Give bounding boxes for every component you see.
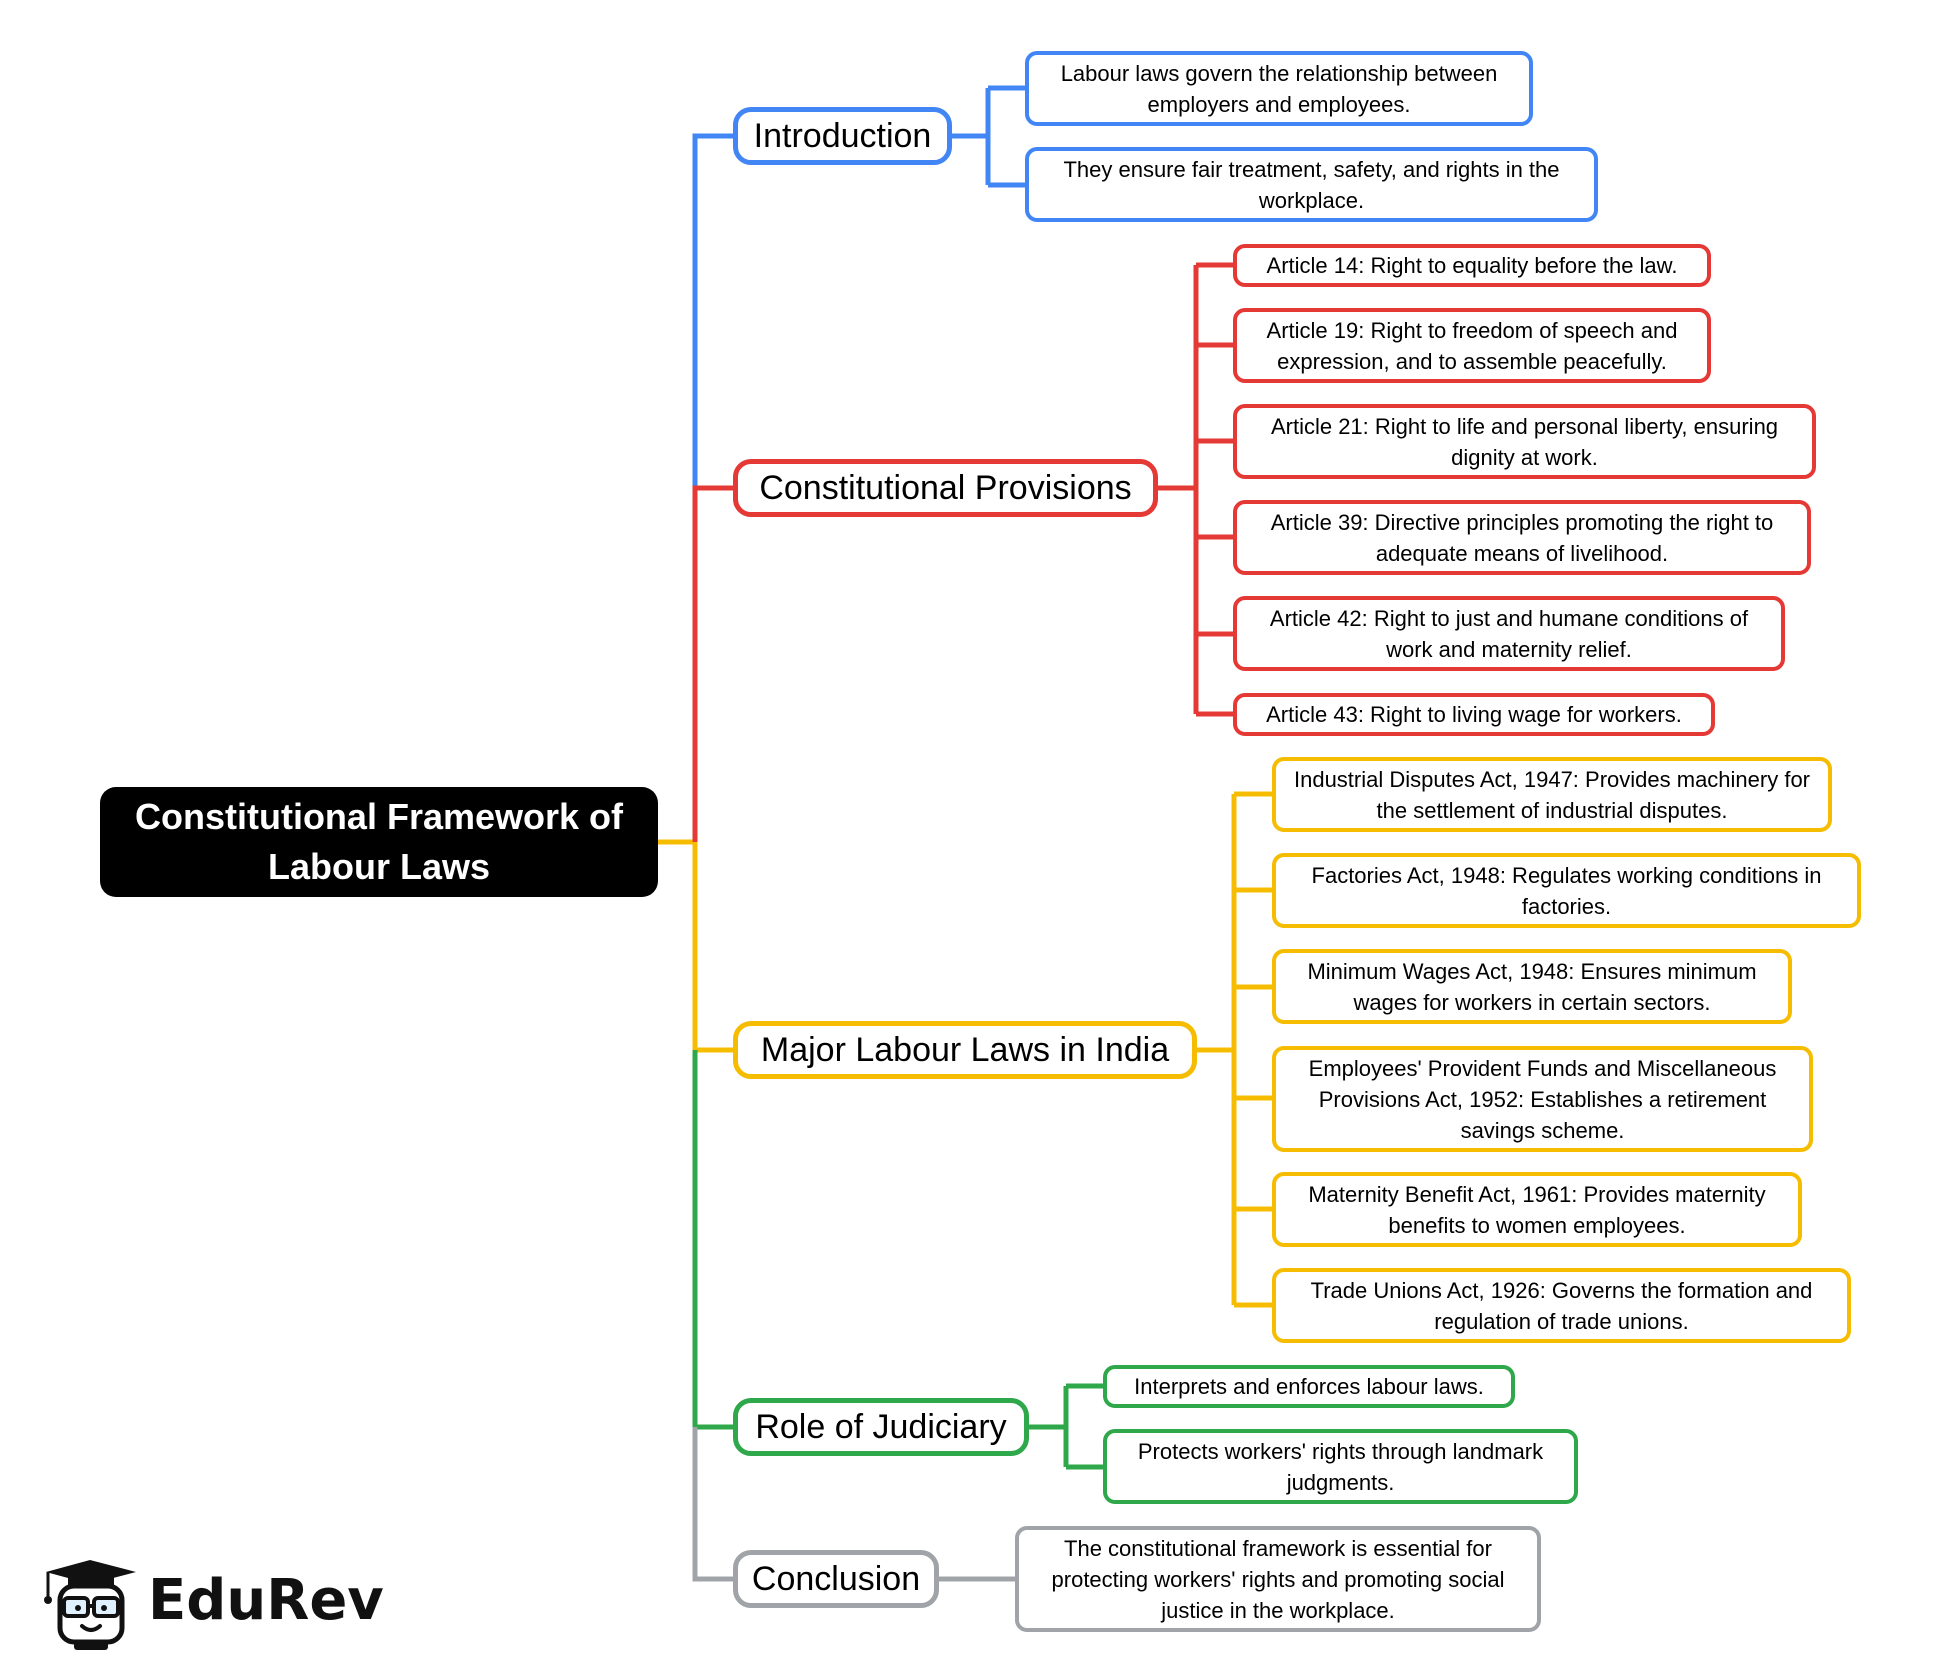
branch-major-labour-laws: Major Labour Laws in India [733,1021,1197,1079]
leaf-judiciary-2: Protects workers' rights through landmar… [1103,1429,1578,1504]
leaf-provident-funds-act: Employees' Provident Funds and Miscellan… [1272,1046,1813,1152]
connector-trunk-laws [692,842,733,1053]
leaf-article-14: Article 14: Right to equality before the… [1233,244,1711,287]
branch-conclusion: Conclusion [733,1550,939,1608]
branch-role-of-judiciary: Role of Judiciary [733,1398,1029,1456]
leaf-introduction-1: Labour laws govern the relationship betw… [1025,51,1533,126]
connector-laws-leaves [1197,791,1272,1308]
leaf-maternity-benefit-act: Maternity Benefit Act, 1961: Provides ma… [1272,1172,1802,1247]
leaf-minimum-wages-act: Minimum Wages Act, 1948: Ensures minimum… [1272,949,1792,1024]
leaf-conclusion: The constitutional framework is essentia… [1015,1526,1541,1632]
leaf-industrial-disputes-act: Industrial Disputes Act, 1947: Provides … [1272,757,1832,832]
connector-provisions-leaves [1158,262,1233,717]
graduate-mascot-icon [44,1560,136,1650]
connector-judiciary-leaves [1029,1383,1103,1470]
branch-introduction: Introduction [733,107,952,165]
leaf-article-39: Article 39: Directive principles promoti… [1233,500,1811,575]
leaf-article-42: Article 42: Right to just and humane con… [1233,596,1785,671]
leaf-article-19: Article 19: Right to freedom of speech a… [1233,308,1711,383]
leaf-trade-unions-act: Trade Unions Act, 1926: Governs the form… [1272,1268,1851,1343]
connector-trunk-conclusion [692,1427,733,1582]
root-title: Constitutional Framework of Labour Laws [100,787,658,897]
connector-introduction-leaves [952,85,1025,188]
connector-trunk-introduction [692,133,733,488]
logo-text: EduRev [148,1568,384,1633]
branch-constitutional-provisions: Constitutional Provisions [733,459,1158,517]
connector-trunk-judiciary [692,1050,733,1430]
leaf-article-43: Article 43: Right to living wage for wor… [1233,693,1715,736]
connector-trunk-provisions [692,485,733,842]
leaf-introduction-2: They ensure fair treatment, safety, and … [1025,147,1598,222]
leaf-article-21: Article 21: Right to life and personal l… [1233,404,1816,479]
leaf-judiciary-1: Interprets and enforces labour laws. [1103,1365,1515,1408]
leaf-factories-act: Factories Act, 1948: Regulates working c… [1272,853,1861,928]
